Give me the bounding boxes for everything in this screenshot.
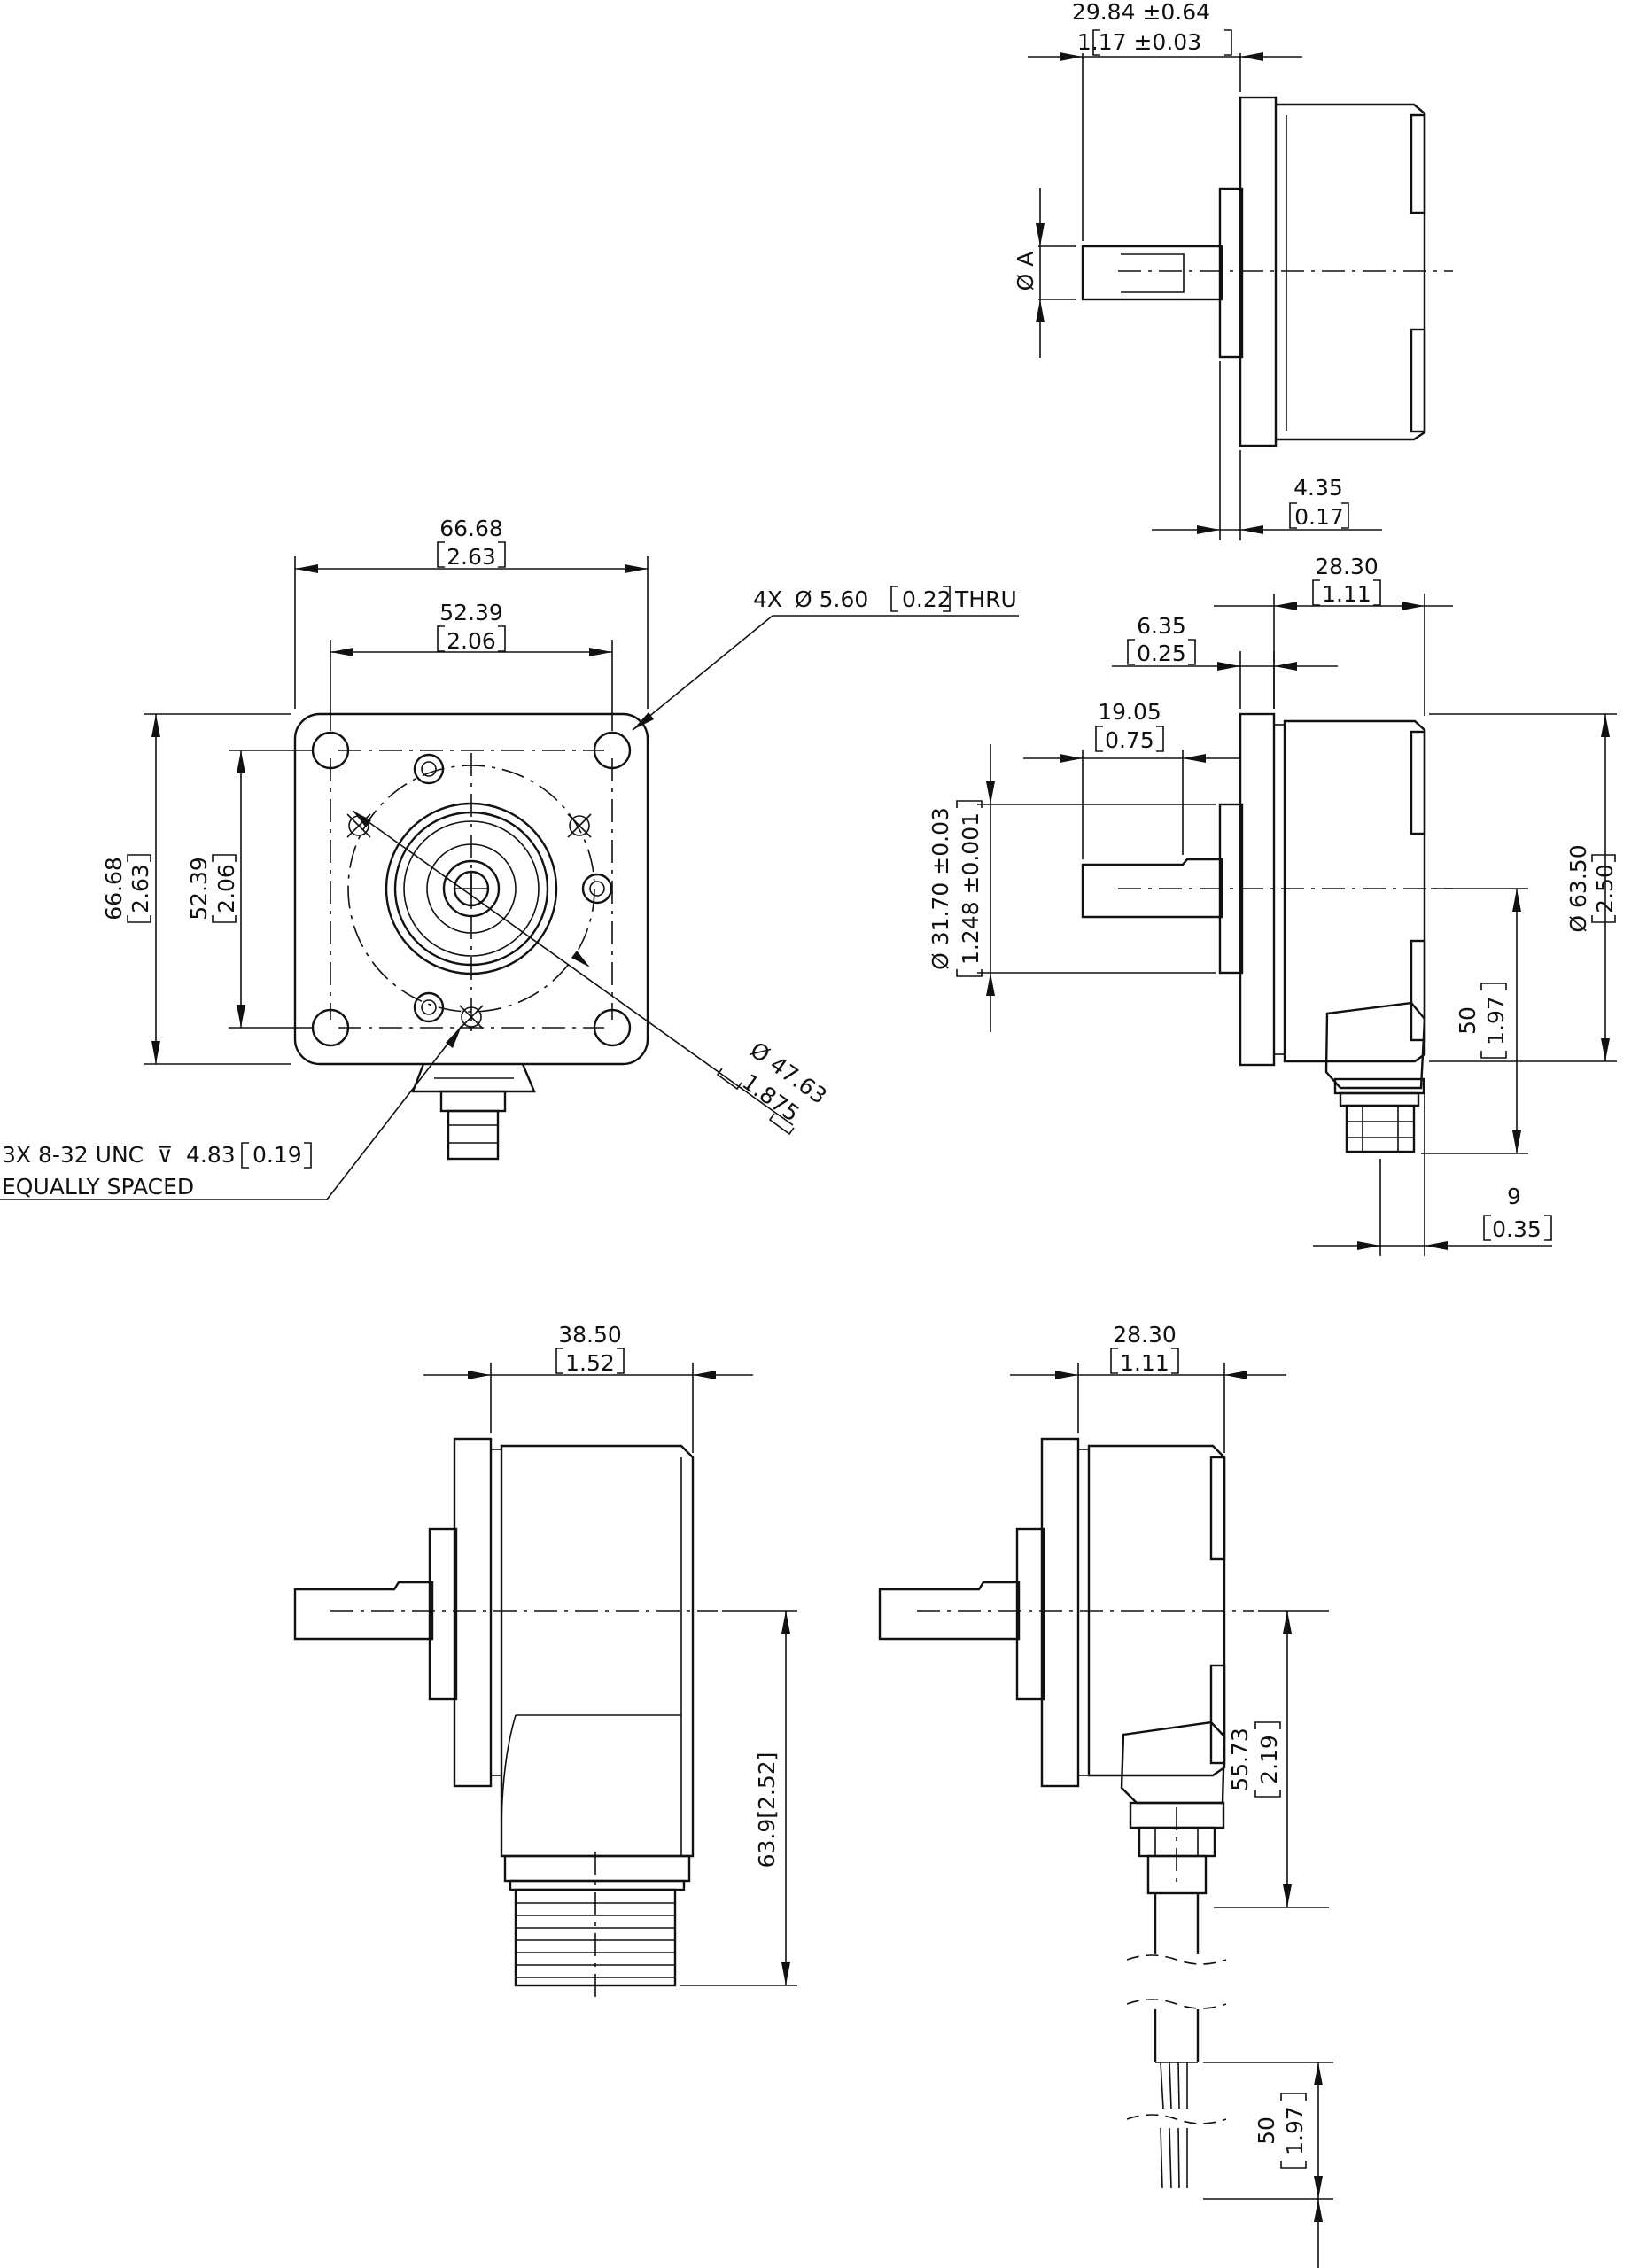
tapped-hole bbox=[569, 815, 590, 836]
dim-gland-mm: 55.73 bbox=[1227, 1728, 1253, 1791]
pilot bbox=[1218, 187, 1244, 359]
side-view-top: 29.84 ±0.64 1.17 ±0.03 Ø A 4.35 0.17 bbox=[1013, 0, 1453, 540]
dim-body-in: 1.11 bbox=[1120, 1350, 1169, 1376]
callout-thru-prefix: 4X bbox=[753, 586, 782, 612]
dim-overall-width-in: 2.63 bbox=[447, 544, 496, 570]
dim-pilot-dia-in: 1.248 ±0.001 bbox=[958, 812, 983, 965]
dim-bolt-height-mm: 52.39 bbox=[186, 857, 212, 920]
dim-shaft-length-in: 1.17 ±0.03 bbox=[1077, 29, 1201, 55]
flange bbox=[453, 1437, 493, 1788]
dim-height: 63.9[2.52] bbox=[754, 1752, 780, 1868]
pilot bbox=[428, 1527, 458, 1701]
dim-pilot-mm: 4.35 bbox=[1293, 475, 1343, 501]
dim-connector-in: 1.97 bbox=[1483, 996, 1509, 1045]
dim-pilot-dia-mm: Ø 31.70 ±0.03 bbox=[928, 807, 953, 970]
dim-connector-mm: 50 bbox=[1455, 1006, 1480, 1035]
shaft bbox=[293, 1581, 434, 1641]
shaft bbox=[1081, 858, 1223, 919]
dim-shaft-dia: Ø A bbox=[1013, 252, 1038, 291]
callout-thru-value: Ø 5.60 bbox=[795, 586, 868, 612]
lead-wires bbox=[1160, 2062, 1164, 2109]
dim-overall-height-in: 2.63 bbox=[128, 864, 153, 913]
connector-nut bbox=[1345, 1104, 1416, 1153]
dim-lead-in: 1.97 bbox=[1282, 2106, 1308, 2155]
pilot bbox=[1015, 1527, 1045, 1701]
callout-tapped-depth-symbol: ⊽ bbox=[157, 1142, 173, 1168]
dim-body-mm: 38.50 bbox=[558, 1322, 622, 1348]
dim-offset-in: 0.35 bbox=[1492, 1216, 1542, 1242]
dim-overall-height-mm: 66.68 bbox=[101, 857, 127, 920]
dim-body-mm: 28.30 bbox=[1315, 554, 1379, 579]
front-view: Ø 47.63 1.875 66.68 2.63 52.39 2.06 66.6… bbox=[0, 516, 1019, 1200]
dim-body-in: 1.52 bbox=[565, 1350, 615, 1376]
flange bbox=[1239, 712, 1276, 1067]
side-view-mid: 28.30 1.11 6.35 0.25 19.05 0.75 Ø 31.70 … bbox=[928, 554, 1618, 1256]
flange bbox=[1040, 1437, 1080, 1788]
dim-shaft-length-mm: 29.84 ±0.64 bbox=[1072, 0, 1210, 25]
connector-housing bbox=[1324, 1001, 1426, 1090]
dim-body-dia-in: 2.50 bbox=[1592, 864, 1618, 913]
dim-flange-mm: 6.35 bbox=[1137, 613, 1186, 639]
shaft bbox=[878, 1581, 1021, 1641]
shaft bbox=[1081, 245, 1223, 301]
dim-bolt-width-mm: 52.39 bbox=[439, 600, 503, 625]
dim-bolt-width-in: 2.06 bbox=[447, 628, 496, 654]
dim-flange-in: 0.25 bbox=[1137, 641, 1186, 666]
side-view-bottom-left: 38.50 1.52 63.9[2.52] bbox=[293, 1322, 797, 1998]
dim-lead-mm: 50 bbox=[1254, 2117, 1279, 2145]
callout-thru-suffix: THRU bbox=[954, 586, 1017, 612]
callout-tapped-depth: 4.83 bbox=[186, 1142, 236, 1168]
mounting-flange bbox=[293, 712, 649, 1066]
side-view-bottom-right: 28.30 1.11 55.73 2.19 50 1.97 bbox=[878, 1322, 1333, 2268]
dim-gland-in: 2.19 bbox=[1256, 1735, 1282, 1784]
dim-bolt-height-in: 2.06 bbox=[214, 864, 239, 913]
dim-shaft-in: 0.75 bbox=[1105, 727, 1154, 753]
dim-body-in: 1.11 bbox=[1322, 581, 1371, 607]
callout-thru-in: 0.22 bbox=[902, 586, 952, 612]
callout-tapped-depth-in: 0.19 bbox=[252, 1142, 302, 1168]
dim-offset-mm: 9 bbox=[1507, 1184, 1521, 1209]
dim-body-dia-mm: Ø 63.50 bbox=[1565, 844, 1591, 932]
gland-housing bbox=[1120, 1720, 1226, 1805]
dim-shaft-mm: 19.05 bbox=[1098, 699, 1161, 725]
callout-tapped-line1: 3X 8-32 UNC bbox=[2, 1142, 144, 1168]
callout-tapped-line2: EQUALLY SPACED bbox=[2, 1174, 194, 1200]
dim-pilot-in: 0.17 bbox=[1294, 504, 1344, 530]
body bbox=[500, 1444, 695, 1858]
dim-overall-width-mm: 66.68 bbox=[439, 516, 503, 541]
dim-body-mm: 28.30 bbox=[1113, 1322, 1177, 1348]
